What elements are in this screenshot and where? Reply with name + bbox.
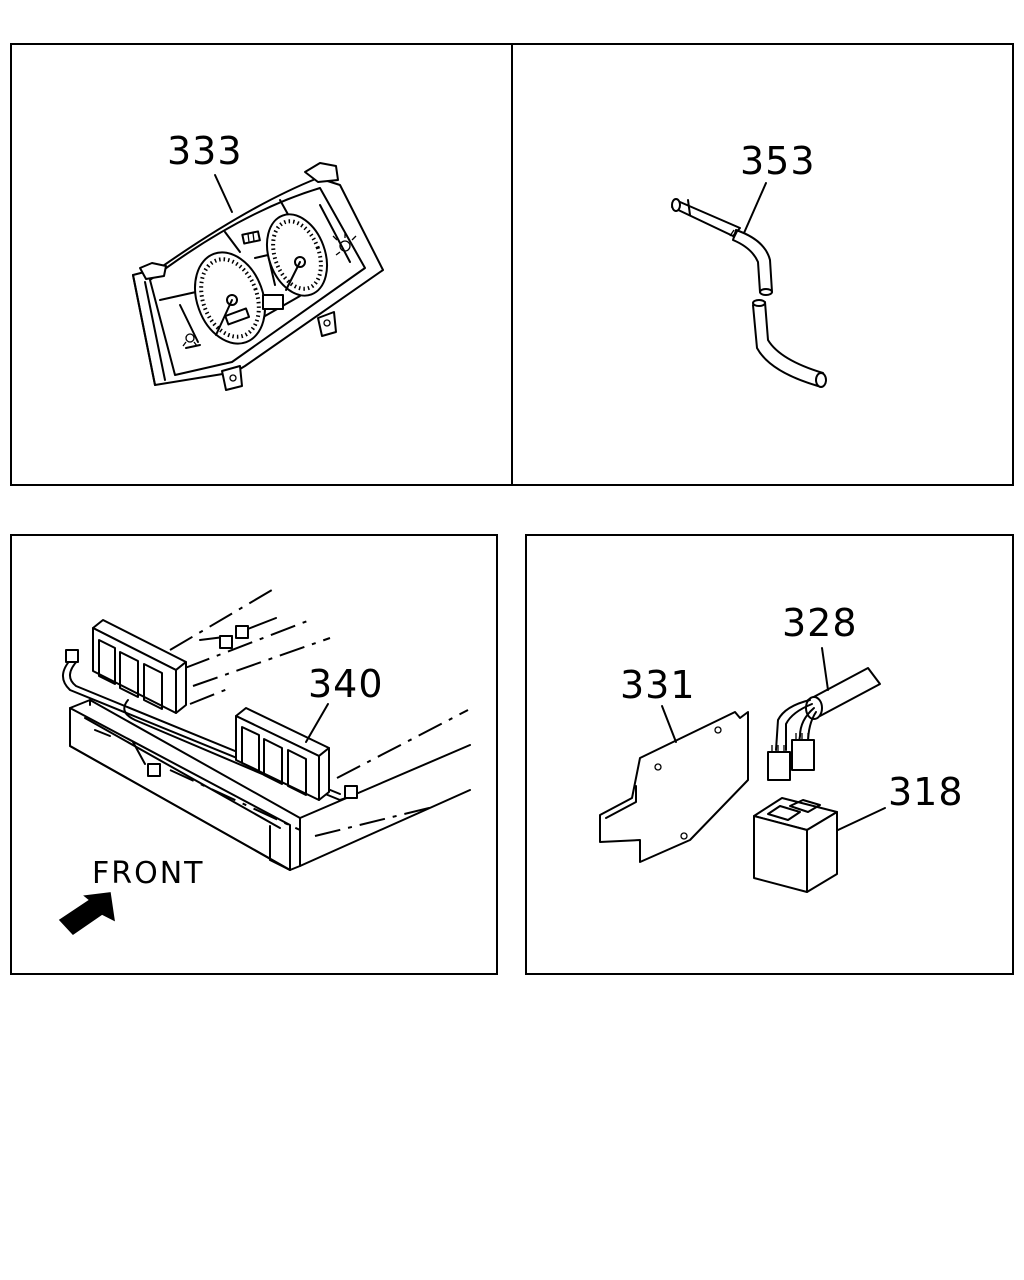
callout-340: 340 [308, 662, 384, 706]
front-arrow-icon [58, 892, 115, 935]
hose-rod-drawing [671, 182, 827, 388]
front-label: FRONT [92, 856, 204, 891]
callout-328: 328 [782, 601, 858, 645]
callout-333: 333 [167, 129, 243, 173]
panel-frames [10, 43, 1014, 975]
control-unit-drawing [599, 647, 886, 893]
relay-blocks-drawing [58, 589, 471, 935]
callout-353: 353 [740, 139, 816, 183]
callout-331: 331 [620, 663, 696, 707]
instrument-cluster-drawing [132, 162, 384, 391]
callout-318: 318 [888, 770, 964, 814]
